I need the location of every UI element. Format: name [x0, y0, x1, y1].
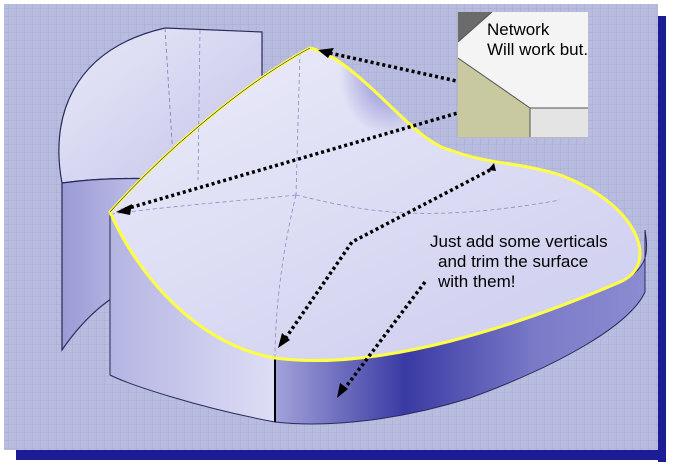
annotation-line-2: and trim the surface	[438, 252, 589, 271]
inset-network-view[interactable]: Network Will work but... :)	[457, 12, 588, 138]
trimmed-surface-solid[interactable]	[108, 29, 648, 425]
inset-edges	[458, 12, 588, 137]
inset-subtitle: Will work but... :)	[487, 40, 588, 59]
inset-canvas	[458, 12, 588, 137]
arrow-vertical-path	[281, 168, 491, 343]
arrow-head-top	[318, 48, 334, 58]
surface-crease-shade	[310, 48, 456, 225]
arrow-head-wall	[337, 383, 348, 398]
annotation-arrows	[121, 50, 521, 394]
inset-light-plane	[458, 12, 588, 108]
inset-caption: Network Will work but... :)	[487, 20, 588, 60]
inset-title: Network	[487, 20, 550, 39]
frame-shadow-bottom	[16, 450, 666, 460]
arrow-to-right-wall	[340, 280, 427, 394]
arrow-head-vertical	[278, 333, 290, 348]
arrow-head-left	[116, 204, 132, 215]
top-edge-inner-line	[109, 47, 311, 213]
arrow-heads	[116, 48, 496, 398]
surface-isocurves	[111, 29, 561, 359]
annotation-line-3: with them!	[438, 272, 516, 291]
annotation-note: Just add some verticals and trim the sur…	[430, 232, 608, 292]
frame-shadow-right	[658, 16, 666, 462]
inset-lower-plane	[530, 108, 588, 137]
annotation-line-1: Just add some verticals	[430, 232, 608, 251]
arrow-head-crease	[488, 163, 496, 171]
